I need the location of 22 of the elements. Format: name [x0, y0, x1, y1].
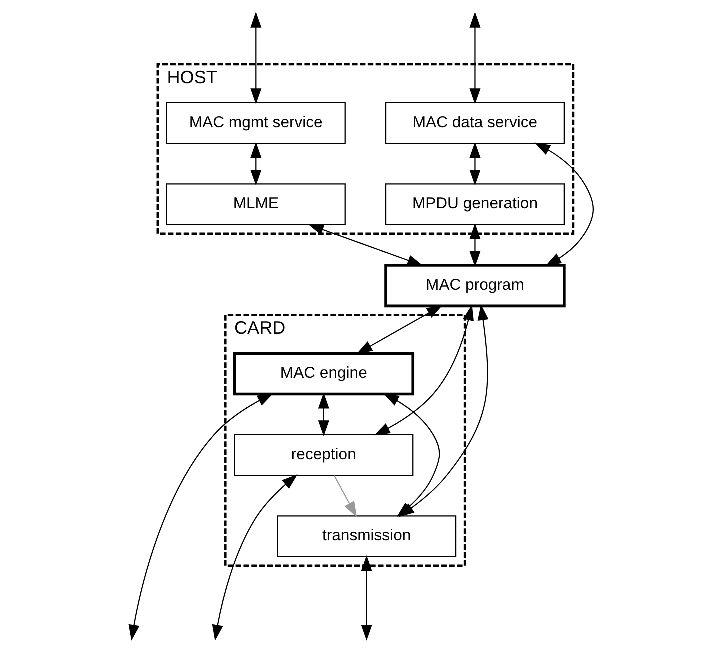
arrow — [356, 305, 442, 354]
node-box: MAC program — [384, 264, 566, 308]
arrow — [374, 304, 474, 436]
arrow — [469, 142, 480, 186]
arrow — [250, 142, 262, 186]
node-box: reception — [234, 434, 414, 476]
node-box: MAC data service — [384, 102, 564, 144]
arrow — [469, 224, 480, 268]
arrow — [212, 474, 298, 641]
arrow — [308, 224, 423, 266]
arrow — [534, 142, 594, 266]
arrow — [250, 12, 262, 104]
node-box: MPDU generation — [384, 184, 564, 226]
arrow — [469, 12, 480, 104]
node-box: MAC mgmt service — [166, 102, 346, 144]
node-box: MAC engine — [232, 352, 414, 396]
arrow — [334, 476, 357, 518]
node-box: transmission — [276, 516, 456, 558]
arrow — [318, 392, 329, 437]
node-box: MLME — [166, 184, 346, 226]
arrow — [360, 556, 372, 641]
arrow — [128, 394, 274, 641]
